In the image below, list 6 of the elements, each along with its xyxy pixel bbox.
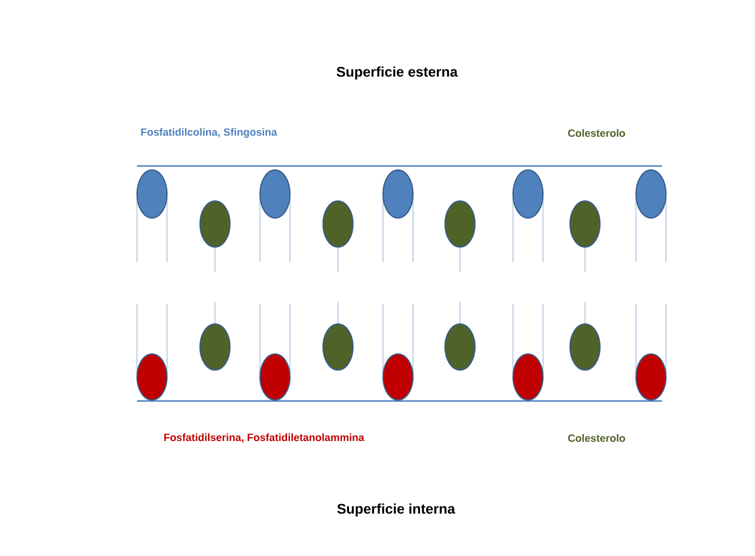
layer-label: Fosfatidilserina, Fosfatidiletanolammina (164, 433, 364, 443)
layer-label: Colesterolo (568, 129, 626, 137)
subtitle: Superficie interna (337, 503, 456, 516)
layer-label: Colesterolo (568, 434, 626, 442)
layer-label: Fosfatidilcolina, Sfingosina (141, 128, 278, 138)
title: Superficie esterna (336, 66, 458, 80)
